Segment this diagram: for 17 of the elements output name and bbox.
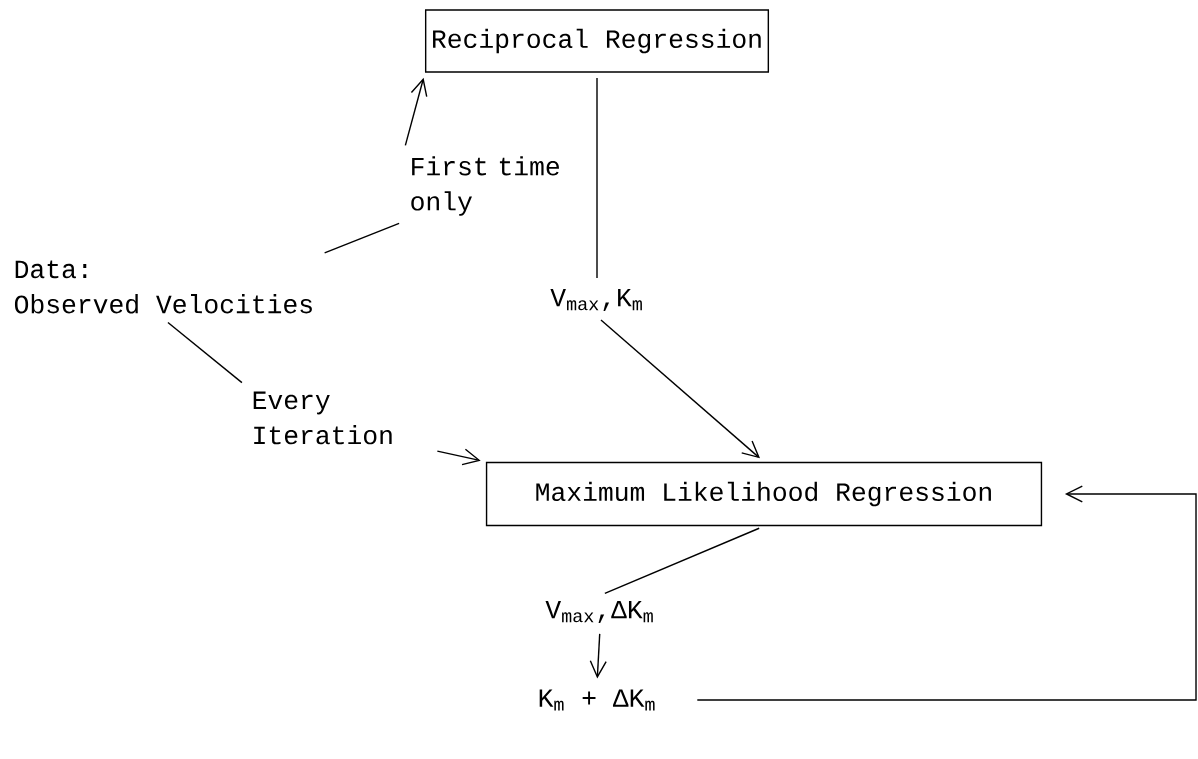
connector-line bbox=[596, 77, 598, 279]
node-text: V$_{max}$,ΔK$_{m}$ bbox=[545, 601, 653, 623]
arrow bbox=[696, 485, 1197, 701]
connector-line bbox=[604, 527, 760, 594]
connector-line bbox=[167, 321, 243, 384]
node-text: K$_{m}$ + ΔK$_{m}$ bbox=[539, 689, 655, 711]
arrow bbox=[600, 319, 761, 459]
arrow bbox=[436, 448, 481, 466]
node-text: V$_{max}$,K$_{m}$ bbox=[550, 289, 642, 311]
arrow bbox=[404, 77, 428, 147]
process-box: Maximum Likelihood Regression bbox=[485, 461, 1043, 527]
node-text: Data: Observed Velocities bbox=[14, 260, 312, 314]
process-box: Reciprocal Regression bbox=[424, 9, 770, 73]
connector-line bbox=[323, 222, 400, 254]
node-text: First time only bbox=[411, 156, 559, 216]
arrow bbox=[589, 633, 607, 679]
node-text: Every Iteration bbox=[253, 391, 392, 445]
